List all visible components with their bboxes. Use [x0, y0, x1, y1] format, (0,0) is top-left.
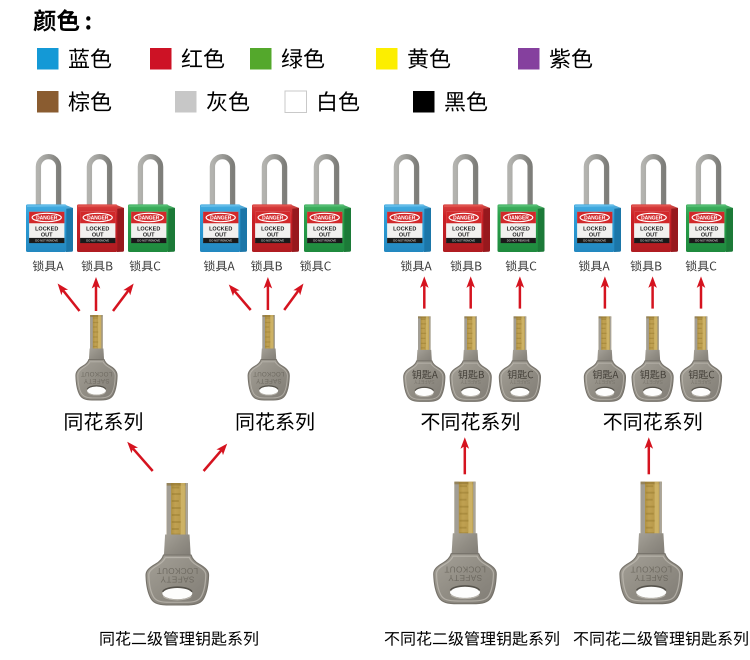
- svg-text:OUT: OUT: [41, 233, 53, 239]
- svg-text:DO NOT REMOVE: DO NOT REMOVE: [452, 239, 475, 243]
- svg-text:DO NOT REMOVE: DO NOT REMOVE: [86, 239, 109, 243]
- svg-text:LOCKED: LOCKED: [695, 226, 718, 232]
- svg-text:LOCKOUT: LOCKOUT: [81, 370, 112, 377]
- svg-text:DANGER: DANGER: [314, 215, 336, 221]
- svg-text:SAFETY: SAFETY: [256, 377, 282, 384]
- svg-text:LOCKOUT: LOCKOUT: [630, 565, 672, 574]
- svg-text:DANGER: DANGER: [394, 215, 416, 221]
- svg-text:LOCKED: LOCKED: [35, 226, 58, 232]
- svg-text:DO NOT REMOVE: DO NOT REMOVE: [35, 239, 58, 243]
- svg-text:SAFETY: SAFETY: [634, 573, 668, 582]
- svg-text:OUT: OUT: [319, 233, 331, 239]
- svg-text:DO NOT REMOVE: DO NOT REMOVE: [507, 239, 530, 243]
- svg-text:DANGER: DANGER: [87, 215, 109, 221]
- svg-text:SAFETY: SAFETY: [594, 378, 615, 384]
- svg-text:LOCKED: LOCKED: [86, 226, 109, 232]
- svg-text:SAFETY: SAFETY: [414, 378, 435, 384]
- svg-text:DANGER: DANGER: [641, 215, 663, 221]
- svg-text:SAFETY: SAFETY: [642, 378, 663, 384]
- svg-text:LOCKOUT: LOCKOUT: [444, 565, 486, 574]
- svg-text:DO NOT REMOVE: DO NOT REMOVE: [313, 239, 336, 243]
- svg-text:SAFETY: SAFETY: [160, 575, 194, 584]
- svg-text:LOCKED: LOCKED: [507, 226, 530, 232]
- svg-text:OUT: OUT: [646, 233, 658, 239]
- svg-text:DANGER: DANGER: [36, 215, 58, 221]
- svg-text:LOCKOUT: LOCKOUT: [253, 370, 284, 377]
- svg-text:OUT: OUT: [215, 233, 227, 239]
- svg-text:DO NOT REMOVE: DO NOT REMOVE: [261, 239, 284, 243]
- svg-text:LOCKED: LOCKED: [209, 226, 232, 232]
- svg-text:DO NOT REMOVE: DO NOT REMOVE: [695, 239, 718, 243]
- svg-text:DANGER: DANGER: [210, 215, 232, 221]
- svg-text:SAFETY: SAFETY: [84, 377, 110, 384]
- svg-text:OUT: OUT: [512, 233, 524, 239]
- svg-text:DO NOT REMOVE: DO NOT REMOVE: [393, 239, 416, 243]
- svg-text:DANGER: DANGER: [138, 215, 160, 221]
- svg-text:OUT: OUT: [701, 233, 713, 239]
- svg-text:LOCKED: LOCKED: [640, 226, 663, 232]
- svg-text:DANGER: DANGER: [584, 215, 606, 221]
- svg-text:DO NOT REMOVE: DO NOT REMOVE: [583, 239, 606, 243]
- svg-text:LOCKOUT: LOCKOUT: [156, 566, 198, 575]
- svg-text:DANGER: DANGER: [262, 215, 284, 221]
- svg-text:DO NOT REMOVE: DO NOT REMOVE: [137, 239, 160, 243]
- svg-text:DANGER: DANGER: [696, 215, 718, 221]
- svg-text:LOCKED: LOCKED: [261, 226, 284, 232]
- svg-text:OUT: OUT: [143, 233, 155, 239]
- svg-text:OUT: OUT: [589, 233, 601, 239]
- svg-text:LOCKED: LOCKED: [393, 226, 416, 232]
- svg-text:DO NOT REMOVE: DO NOT REMOVE: [640, 239, 663, 243]
- svg-text:DANGER: DANGER: [508, 215, 530, 221]
- svg-text:LOCKED: LOCKED: [313, 226, 336, 232]
- svg-text:DO NOT REMOVE: DO NOT REMOVE: [209, 239, 232, 243]
- svg-text:SAFETY: SAFETY: [448, 573, 482, 582]
- svg-text:LOCKED: LOCKED: [583, 226, 606, 232]
- svg-text:SAFETY: SAFETY: [690, 378, 711, 384]
- svg-text:OUT: OUT: [458, 233, 470, 239]
- svg-text:OUT: OUT: [267, 233, 279, 239]
- svg-text:OUT: OUT: [92, 233, 104, 239]
- svg-text:SAFETY: SAFETY: [460, 378, 481, 384]
- svg-text:LOCKED: LOCKED: [452, 226, 475, 232]
- svg-text:OUT: OUT: [399, 233, 411, 239]
- svg-text:LOCKED: LOCKED: [137, 226, 160, 232]
- svg-text:SAFETY: SAFETY: [509, 378, 530, 384]
- svg-text:DANGER: DANGER: [453, 215, 475, 221]
